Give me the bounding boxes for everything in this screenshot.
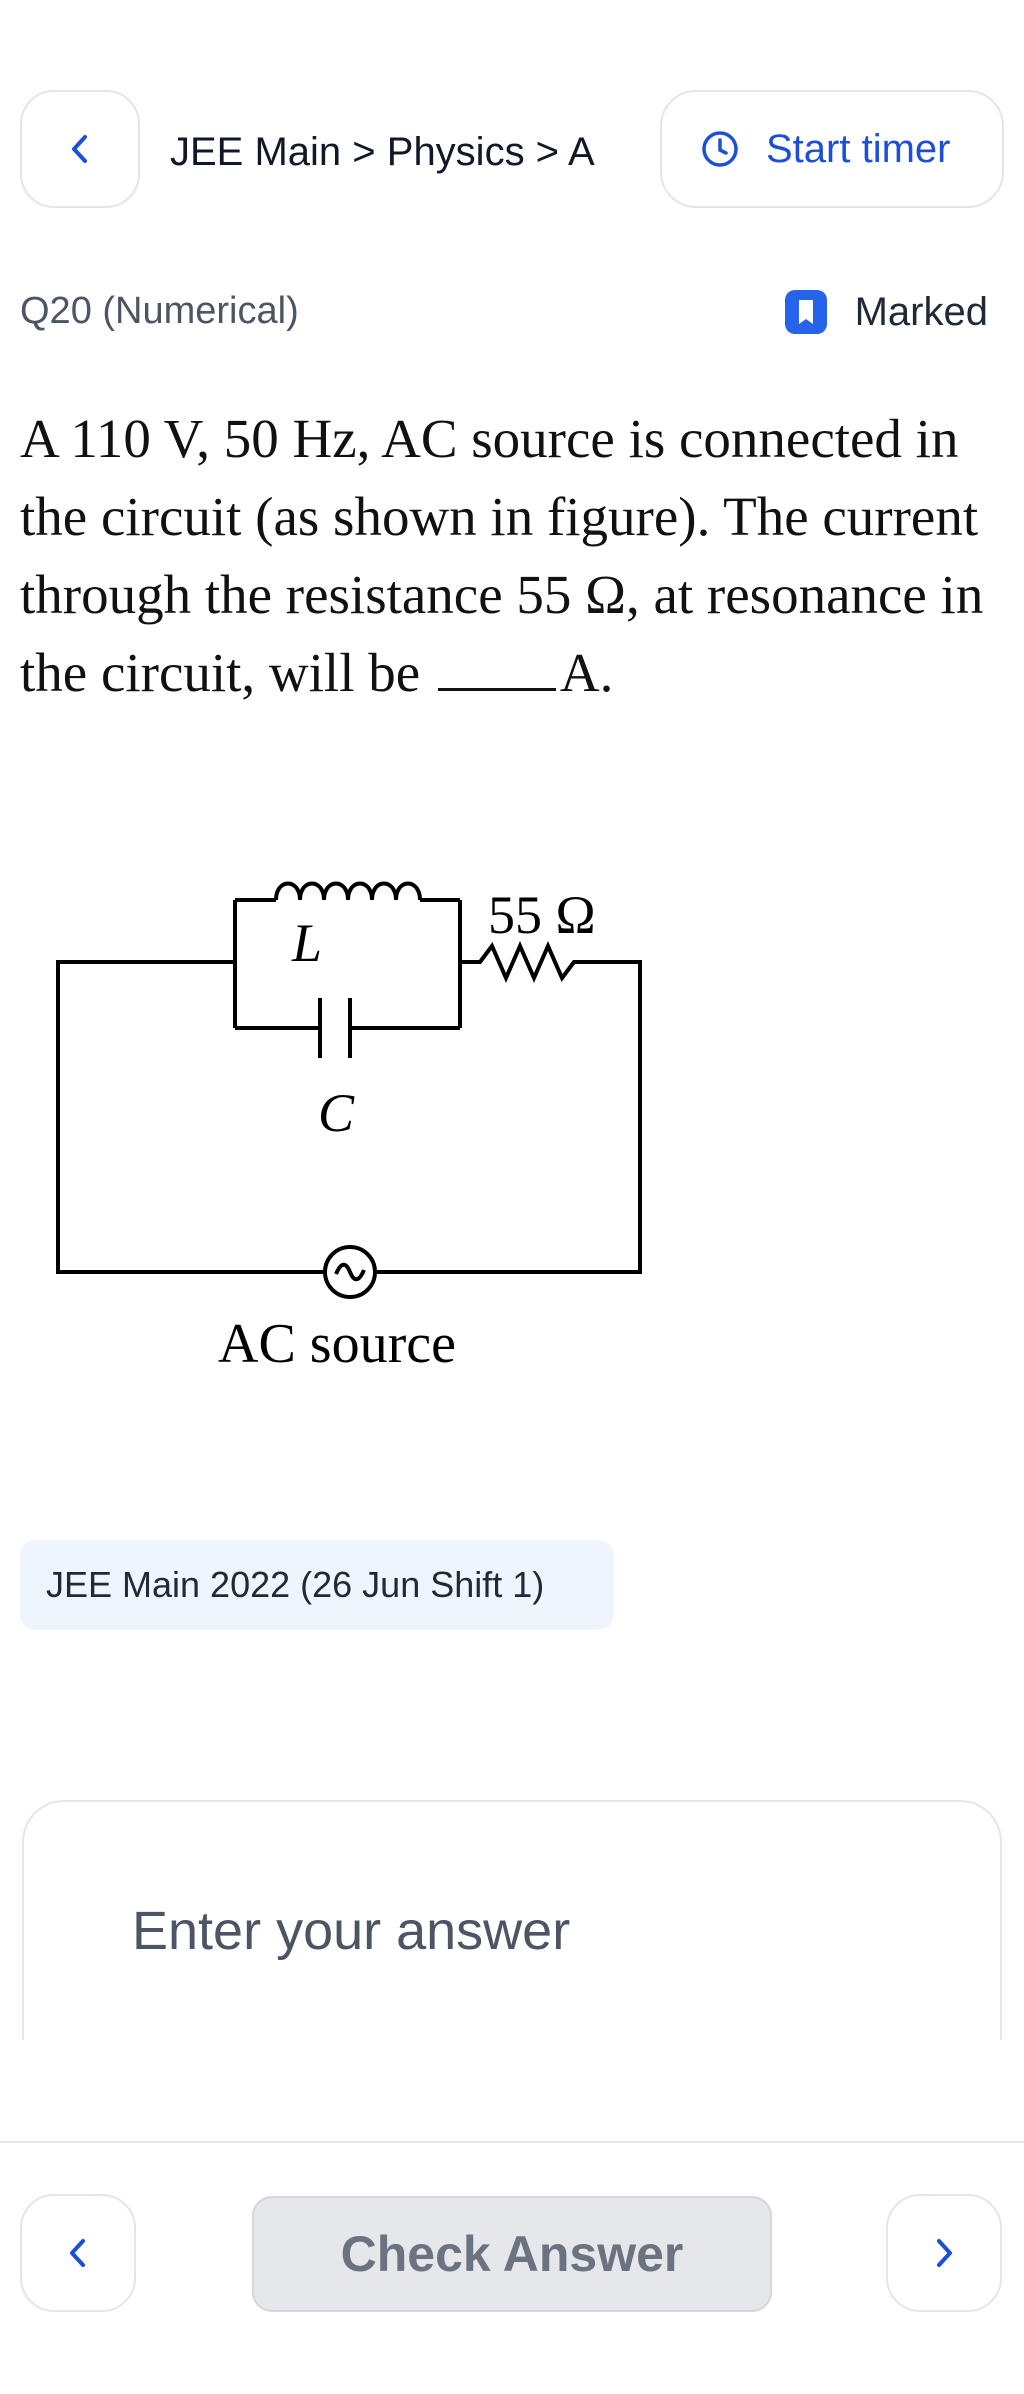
exam-source-tag: JEE Main 2022 (26 Jun Shift 1) (20, 1540, 614, 1630)
breadcrumb[interactable]: JEE Main > Physics > A (170, 130, 595, 174)
chevron-left-icon (72, 135, 87, 163)
previous-question-button[interactable] (20, 2194, 136, 2312)
ac-source-label: AC source (218, 1313, 456, 1375)
capacitor-label: C (318, 1083, 355, 1143)
answer-blank (437, 678, 556, 691)
resistor-label: 55 Ω (488, 885, 596, 945)
footer-divider (0, 2141, 1024, 2143)
chevron-right-icon (937, 2239, 952, 2267)
start-timer-label: Start timer (766, 126, 951, 171)
marked-toggle[interactable]: Marked (783, 288, 988, 336)
marked-label: Marked (854, 289, 988, 334)
answer-input[interactable] (22, 1800, 1002, 2040)
circuit-diagram (56, 881, 642, 1299)
question-type-label: Q20 (Numerical) (20, 290, 299, 332)
check-answer-button[interactable]: Check Answer (252, 2196, 772, 2312)
chevron-left-icon (70, 2239, 85, 2267)
question-text-end: A. (559, 642, 614, 703)
start-timer-button[interactable]: Start timer (660, 90, 1004, 208)
inductor-label: L (292, 913, 323, 973)
question-text: A 110 V, 50 Hz, AC source is connected i… (20, 400, 1000, 712)
next-question-button[interactable] (886, 2194, 1002, 2312)
question-text-main: A 110 V, 50 Hz, AC source is connected i… (20, 408, 984, 703)
bookmark-icon (784, 290, 827, 334)
back-button[interactable] (20, 90, 140, 208)
clock-icon (702, 131, 738, 167)
answer-placeholder: Enter your answer (132, 1901, 571, 1961)
